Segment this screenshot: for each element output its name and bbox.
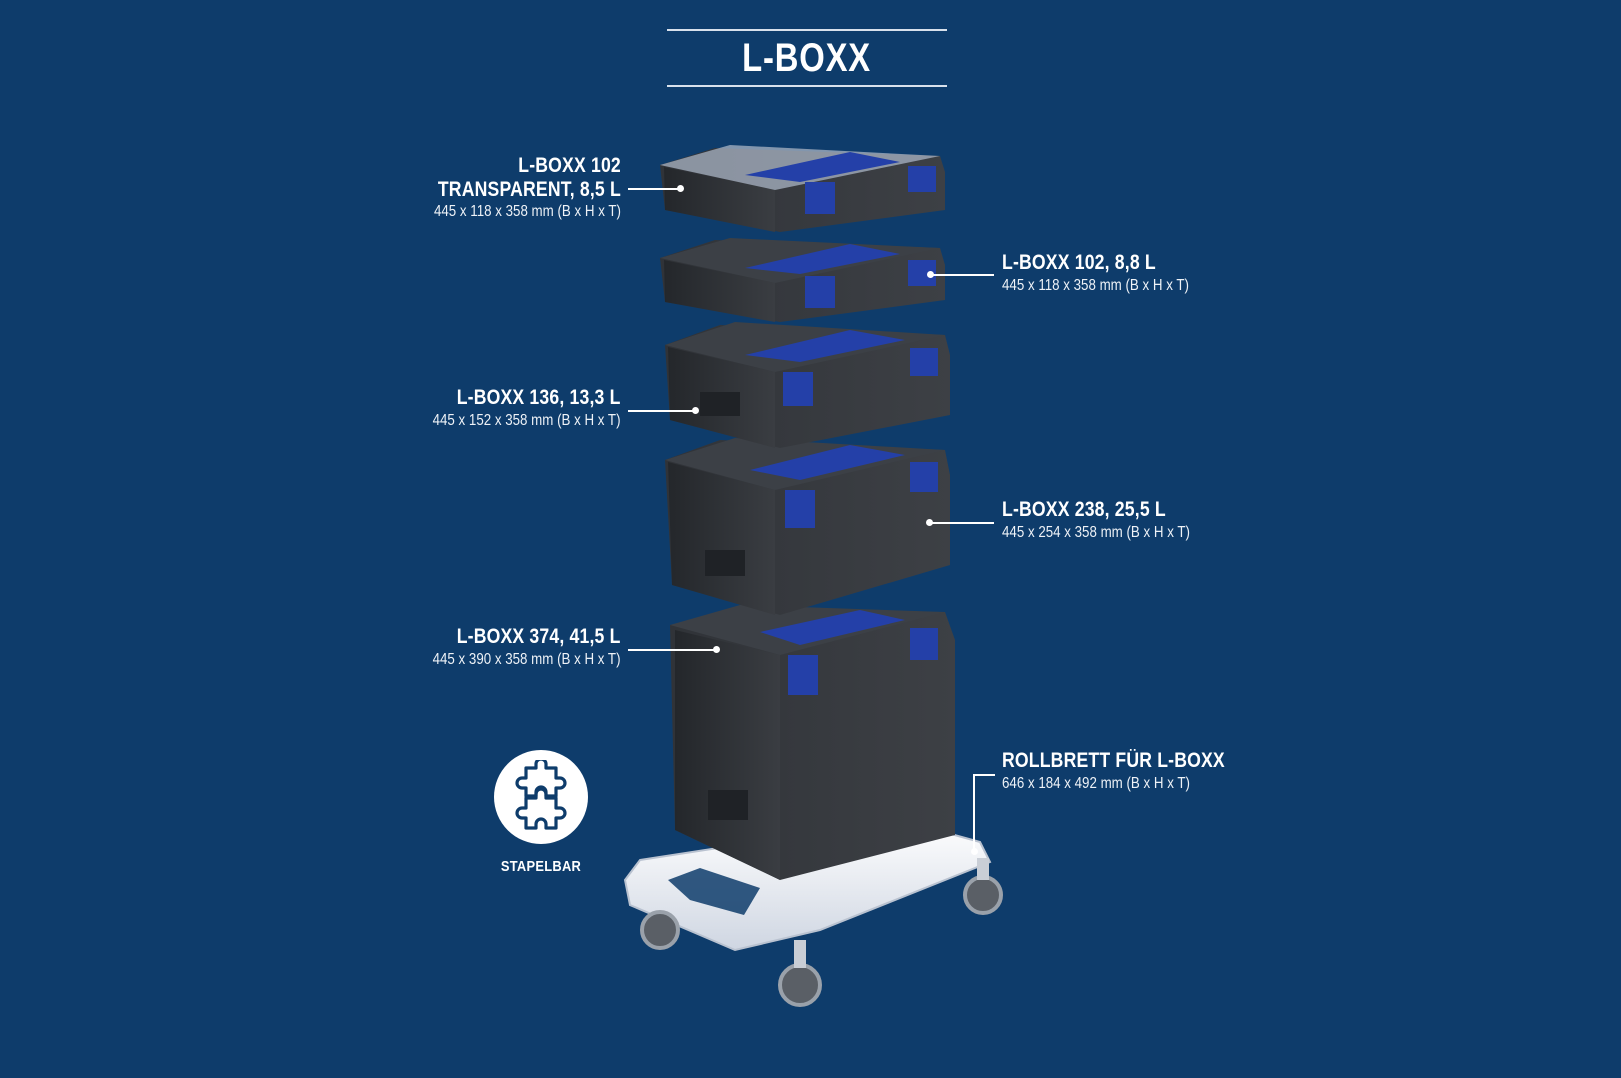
item-dimensions: 445 x 118 x 358 mm (B x H x T): [434, 203, 621, 221]
page-title: L-BOXX: [742, 35, 872, 80]
callout-line: [930, 522, 994, 524]
lboxx-238: [665, 438, 950, 615]
label-lboxx-136: L-BOXX 136, 13,3 L 445 x 152 x 358 mm (B…: [402, 386, 621, 429]
item-name: ROLLBRETT FÜR L-BOXX: [1002, 749, 1225, 772]
item-dimensions: 646 x 184 x 492 mm (B x H x T): [1002, 774, 1190, 792]
lboxx-102: [660, 238, 945, 322]
callout-line: [930, 274, 994, 276]
callout-dot: [927, 271, 934, 278]
item-dimensions: 445 x 118 x 358 mm (B x H x T): [1002, 276, 1189, 294]
item-name: L-BOXX 136, 13,3 L: [457, 386, 621, 409]
item-name: L-BOXX 374, 41,5 L: [457, 625, 621, 648]
callout-line: [973, 774, 995, 776]
callout-dot: [926, 519, 933, 526]
puzzle-icon: [515, 760, 567, 830]
item-name: L-BOXX 238, 25,5 L: [1002, 498, 1166, 521]
lboxx-374: [670, 605, 955, 880]
callout-dot: [677, 185, 684, 192]
lboxx-136: [665, 322, 950, 448]
stapelbar-badge: [494, 750, 588, 844]
callout-dot: [971, 848, 978, 855]
item-dimensions: 445 x 390 x 358 mm (B x H x T): [433, 650, 621, 668]
callout-line: [628, 188, 680, 190]
label-lboxx-238: L-BOXX 238, 25,5 L 445 x 254 x 358 mm (B…: [1002, 498, 1221, 541]
label-lboxx-102-transparent: L-BOXX 102 TRANSPARENT, 8,5 L 445 x 118 …: [403, 154, 621, 220]
callout-dot: [713, 646, 720, 653]
callout-line: [628, 410, 694, 412]
stapelbar-label: STAPELBAR: [500, 858, 582, 875]
item-dimensions: 445 x 152 x 358 mm (B x H x T): [433, 411, 621, 429]
label-rollbrett: ROLLBRETT FÜR L-BOXX 646 x 184 x 492 mm …: [1002, 749, 1267, 792]
item-name-line2: TRANSPARENT, 8,5 L: [437, 177, 621, 201]
item-name: L-BOXX 102: [518, 154, 621, 177]
title-frame: L-BOXX: [667, 29, 947, 87]
label-lboxx-102: L-BOXX 102, 8,8 L 445 x 118 x 358 mm (B …: [1002, 251, 1219, 294]
callout-vertical-line: [973, 774, 975, 850]
callout-dot: [692, 407, 699, 414]
callout-line: [628, 649, 716, 651]
item-name: L-BOXX 102, 8,8 L: [1002, 251, 1156, 274]
item-dimensions: 445 x 254 x 358 mm (B x H x T): [1002, 523, 1190, 541]
lboxx-102-transparent: [660, 145, 945, 232]
label-lboxx-374: L-BOXX 374, 41,5 L 445 x 390 x 358 mm (B…: [402, 625, 621, 668]
